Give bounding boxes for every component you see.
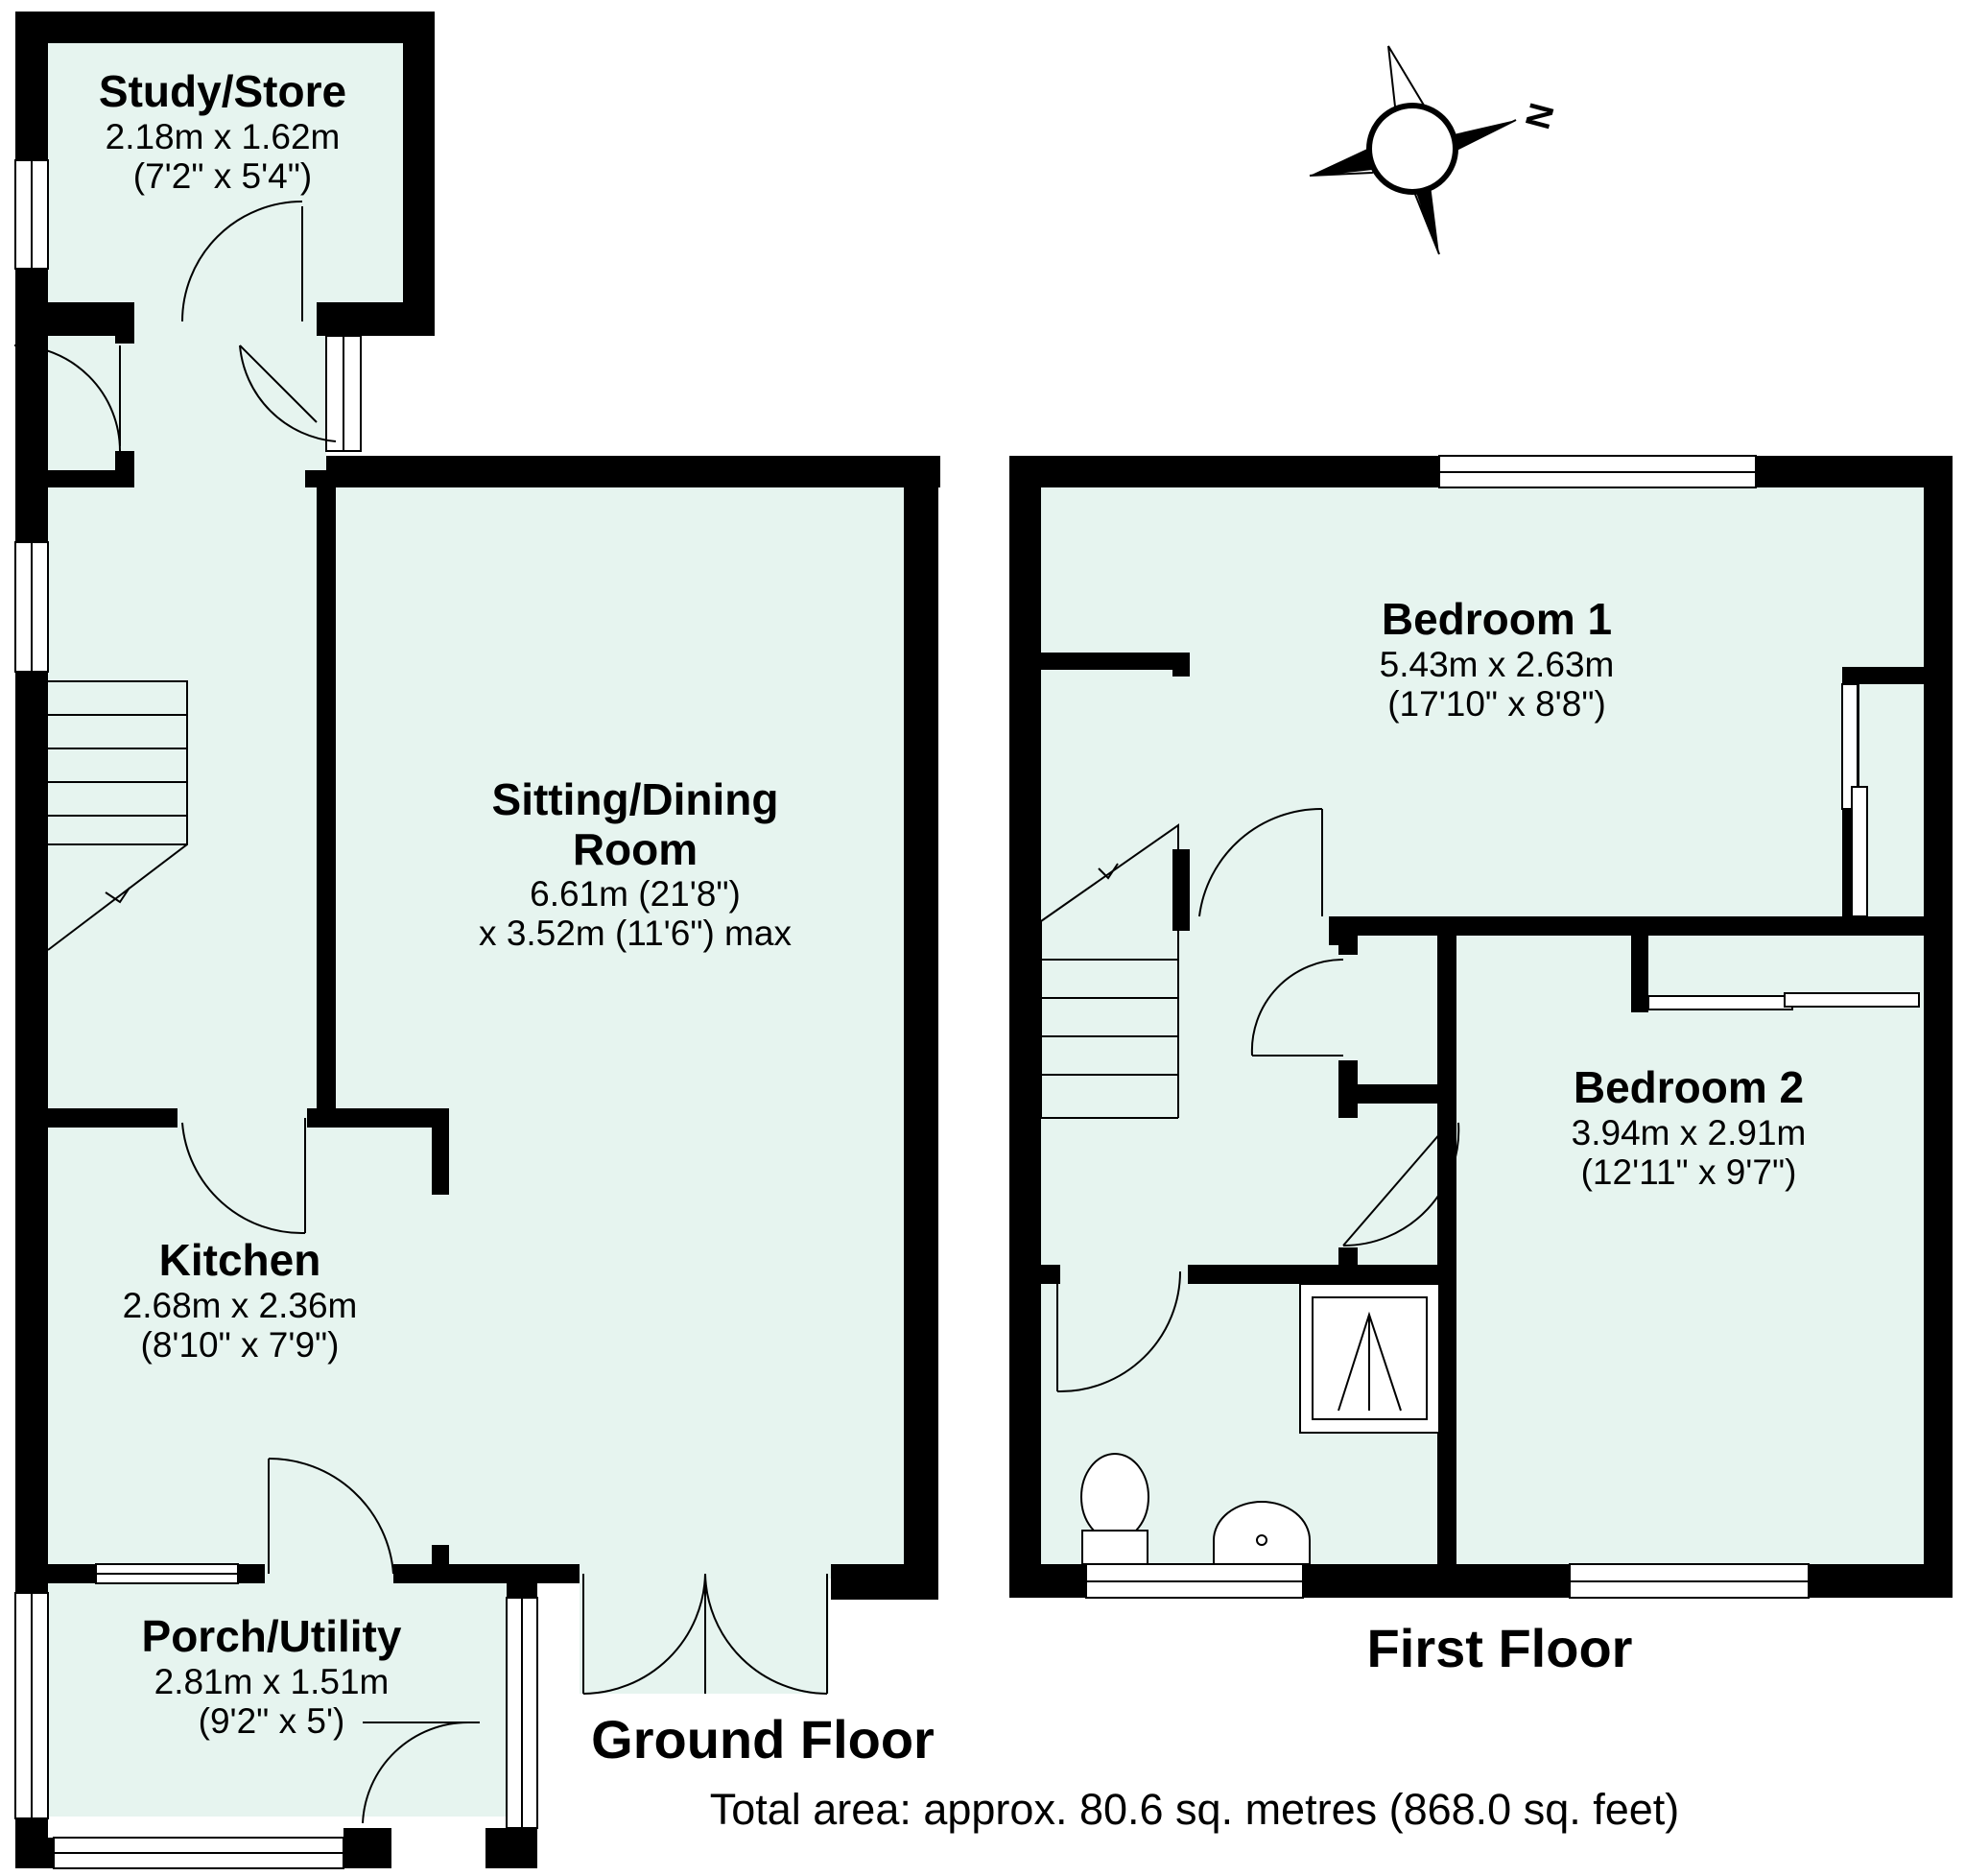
- first-floor-title: First Floor: [1366, 1618, 1633, 1678]
- first-floor-stairs: [1040, 823, 1179, 1119]
- kitchen-fill: [48, 1118, 328, 1579]
- first-floor-walls: [1009, 456, 1953, 1598]
- bedroom1-label: Bedroom 1 5.43m x 2.63m (17'10" x 8'8"): [1379, 594, 1615, 724]
- ground-floor-title: Ground Floor: [591, 1709, 935, 1769]
- toilet: [1080, 1453, 1149, 1541]
- room-dimensions-metric: 2.68m x 2.36m: [122, 1285, 358, 1325]
- porch-fill: [48, 1579, 537, 1817]
- kitchen-label: Kitchen 2.68m x 2.36m (8'10" x 7'9"): [122, 1235, 358, 1365]
- bathroom-fixtures: [1080, 1283, 1440, 1565]
- ground-floor-windows: [14, 159, 538, 1869]
- room-name: Bedroom 2: [1573, 1062, 1805, 1112]
- total-area-text: Total area: approx. 80.6 sq. metres (868…: [709, 1785, 1680, 1834]
- room-dimensions-imperial: x 3.52m (11'6") max: [479, 914, 792, 954]
- room-name: Kitchen: [158, 1235, 321, 1285]
- ground-floor-room-fills: [48, 43, 904, 1817]
- study-fill: [48, 43, 405, 302]
- room-dimensions-metric: 2.81m x 1.51m: [154, 1661, 390, 1701]
- room-name: Sitting/Dining: [491, 774, 779, 824]
- room-dimensions-imperial: (12'11" x 9'7"): [1580, 1152, 1797, 1192]
- wash-basin: [1213, 1501, 1311, 1565]
- porch-label: Porch/Utility 2.81m x 1.51m (9'2" x 5'): [141, 1611, 402, 1741]
- room-dimensions-metric: 2.18m x 1.62m: [105, 116, 341, 156]
- ground-floor-plan: [13, 12, 940, 1869]
- room-name: Bedroom 1: [1381, 594, 1613, 644]
- room-dimensions-imperial: (9'2" x 5'): [198, 1700, 345, 1741]
- room-dimensions-metric: 3.94m x 2.91m: [1571, 1112, 1807, 1152]
- sitting-room-label: Sitting/Dining Room 6.61m (21'8") x 3.52…: [479, 774, 792, 954]
- room-name: Study/Store: [98, 66, 347, 116]
- first-floor-windows: [1085, 455, 1920, 1599]
- study-label: Study/Store 2.18m x 1.62m (7'2" x 5'4"): [98, 66, 347, 196]
- room-dimensions-metric: 6.61m (21'8"): [530, 874, 741, 914]
- room-dimensions-imperial: (7'2" x 5'4"): [132, 155, 313, 196]
- room-dimensions-metric: 5.43m x 2.63m: [1379, 644, 1615, 684]
- room-dimensions-imperial: (17'10" x 8'8"): [1387, 683, 1606, 724]
- sitting-room-fill: [326, 485, 904, 1579]
- first-floor-doors: [1056, 807, 1460, 1393]
- bedroom2-label: Bedroom 2 3.94m x 2.91m (12'11" x 9'7"): [1571, 1062, 1807, 1192]
- ground-floor-doors: [13, 201, 828, 1824]
- room-name: Room: [572, 823, 698, 874]
- first-floor-plan: [1009, 455, 1953, 1599]
- room-dimensions-imperial: (8'10" x 7'9"): [140, 1324, 340, 1365]
- bedroom1-fill: [1041, 487, 1924, 919]
- room-name: Porch/Utility: [141, 1611, 402, 1661]
- compass-rose: [1309, 45, 1517, 255]
- bedroom2-fill: [1454, 919, 1924, 1564]
- ground-floor-stairs: [47, 680, 188, 951]
